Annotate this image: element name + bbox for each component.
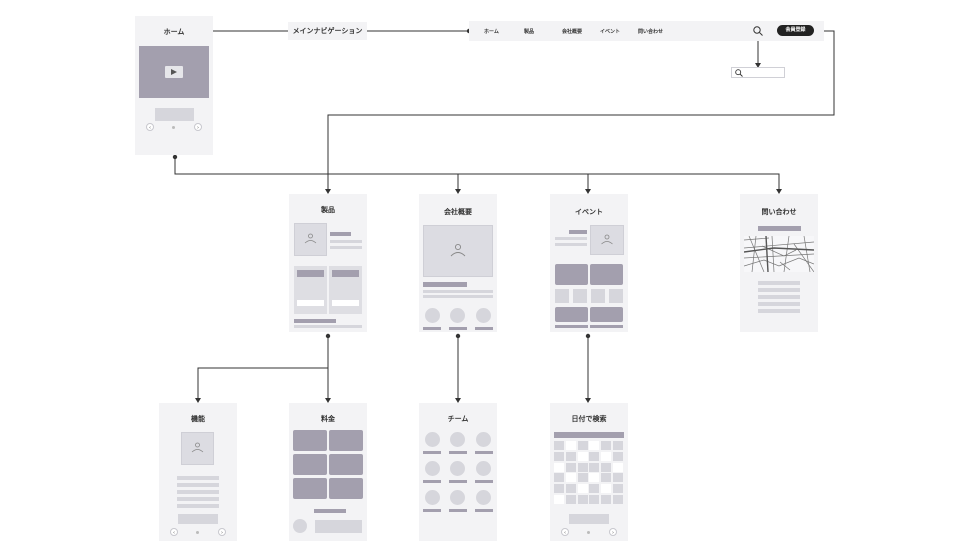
image-placeholder: [294, 223, 327, 256]
calendar-cell[interactable]: [601, 484, 612, 494]
calendar-cell[interactable]: [601, 473, 612, 483]
calendar-cell[interactable]: [577, 451, 588, 461]
search-icon: [735, 69, 743, 77]
calendar-cell[interactable]: [601, 451, 612, 461]
calendar-cell[interactable]: [577, 484, 588, 494]
chevron-right-icon[interactable]: ›: [218, 528, 226, 536]
nav-bar: ホーム 製品 会社概要 イベント 問い合わせ 会員登録: [469, 21, 824, 41]
image-placeholder: [423, 225, 493, 277]
calendar-cell[interactable]: [577, 495, 588, 504]
play-icon[interactable]: [165, 66, 183, 78]
calendar-cell[interactable]: [554, 462, 564, 472]
company-card: 会社概要: [419, 194, 497, 332]
home-title: ホーム: [163, 28, 185, 36]
nav-item-home[interactable]: ホーム: [484, 29, 499, 35]
calendar-cell[interactable]: [565, 495, 576, 504]
calendar-cell[interactable]: [565, 441, 576, 450]
calendar-cell[interactable]: [565, 451, 576, 461]
map-image: [744, 236, 814, 272]
pricing-card: 料金: [289, 403, 367, 541]
events-card: イベント: [550, 194, 628, 332]
features-card: 機能 ‹ ›: [159, 403, 237, 541]
date-search-card: 日付で検索 ‹ ›: [550, 403, 628, 541]
company-title: 会社概要: [444, 208, 472, 216]
features-title: 機能: [191, 415, 205, 423]
calendar-cell[interactable]: [613, 495, 623, 504]
chevron-right-icon[interactable]: ›: [194, 123, 202, 131]
image-placeholder: [181, 432, 214, 465]
calendar-cell[interactable]: [565, 473, 576, 483]
calendar-cell[interactable]: [613, 451, 623, 461]
calendar-grid: [554, 441, 624, 506]
calendar-cell[interactable]: [613, 484, 623, 494]
calendar-header: [554, 432, 624, 438]
calendar-cell[interactable]: [589, 495, 600, 504]
calendar-cell[interactable]: [565, 484, 576, 494]
events-title: イベント: [575, 208, 603, 216]
person-icon: [191, 442, 204, 453]
caption-placeholder: [155, 108, 194, 121]
calendar-cell[interactable]: [554, 495, 564, 504]
image-placeholder: [590, 225, 624, 255]
calendar-cell[interactable]: [589, 473, 600, 483]
nav-item-events[interactable]: イベント: [600, 29, 621, 35]
team-title: チーム: [447, 415, 469, 423]
calendar-cell[interactable]: [589, 441, 600, 450]
nav-item-products[interactable]: 製品: [524, 29, 535, 35]
chevron-right-icon[interactable]: ›: [609, 528, 617, 536]
calendar-cell[interactable]: [601, 495, 612, 504]
register-button[interactable]: 会員登録: [777, 25, 814, 36]
calendar-cell[interactable]: [554, 484, 564, 494]
calendar-cell[interactable]: [577, 441, 588, 450]
person-icon: [304, 233, 317, 244]
calendar-cell[interactable]: [554, 473, 564, 483]
calendar-cell[interactable]: [565, 462, 576, 472]
main-nav-label: メインナビゲーション: [288, 22, 367, 40]
nav-item-contact[interactable]: 問い合わせ: [638, 29, 664, 35]
calendar-cell[interactable]: [577, 473, 588, 483]
calendar-cell[interactable]: [601, 441, 612, 450]
calendar-cell[interactable]: [554, 441, 564, 450]
chevron-left-icon[interactable]: ‹: [561, 528, 569, 536]
team-card: チーム: [419, 403, 497, 541]
nav-item-company[interactable]: 会社概要: [562, 29, 583, 35]
pricing-title: 料金: [321, 415, 335, 423]
calendar-cell[interactable]: [554, 451, 564, 461]
calendar-cell[interactable]: [613, 441, 623, 450]
products-title: 製品: [321, 206, 335, 214]
search-icon[interactable]: [753, 26, 763, 36]
calendar-cell[interactable]: [613, 473, 623, 483]
calendar-cell[interactable]: [613, 462, 623, 472]
person-icon: [601, 234, 613, 245]
calendar-cell[interactable]: [577, 462, 588, 472]
chevron-left-icon[interactable]: ‹: [170, 528, 178, 536]
contact-card: 問い合わせ: [740, 194, 818, 332]
products-card: 製品: [289, 194, 367, 332]
calendar-cell[interactable]: [601, 462, 612, 472]
contact-title: 問い合わせ: [761, 208, 797, 216]
calendar-cell[interactable]: [589, 462, 600, 472]
search-input[interactable]: [731, 67, 785, 78]
chevron-left-icon[interactable]: ‹: [146, 123, 154, 131]
calendar-cell[interactable]: [589, 451, 600, 461]
calendar-cell[interactable]: [589, 484, 600, 494]
person-icon: [450, 243, 466, 257]
home-card: ホーム ‹ ›: [135, 16, 213, 155]
date-search-title: 日付で検索: [571, 415, 607, 423]
